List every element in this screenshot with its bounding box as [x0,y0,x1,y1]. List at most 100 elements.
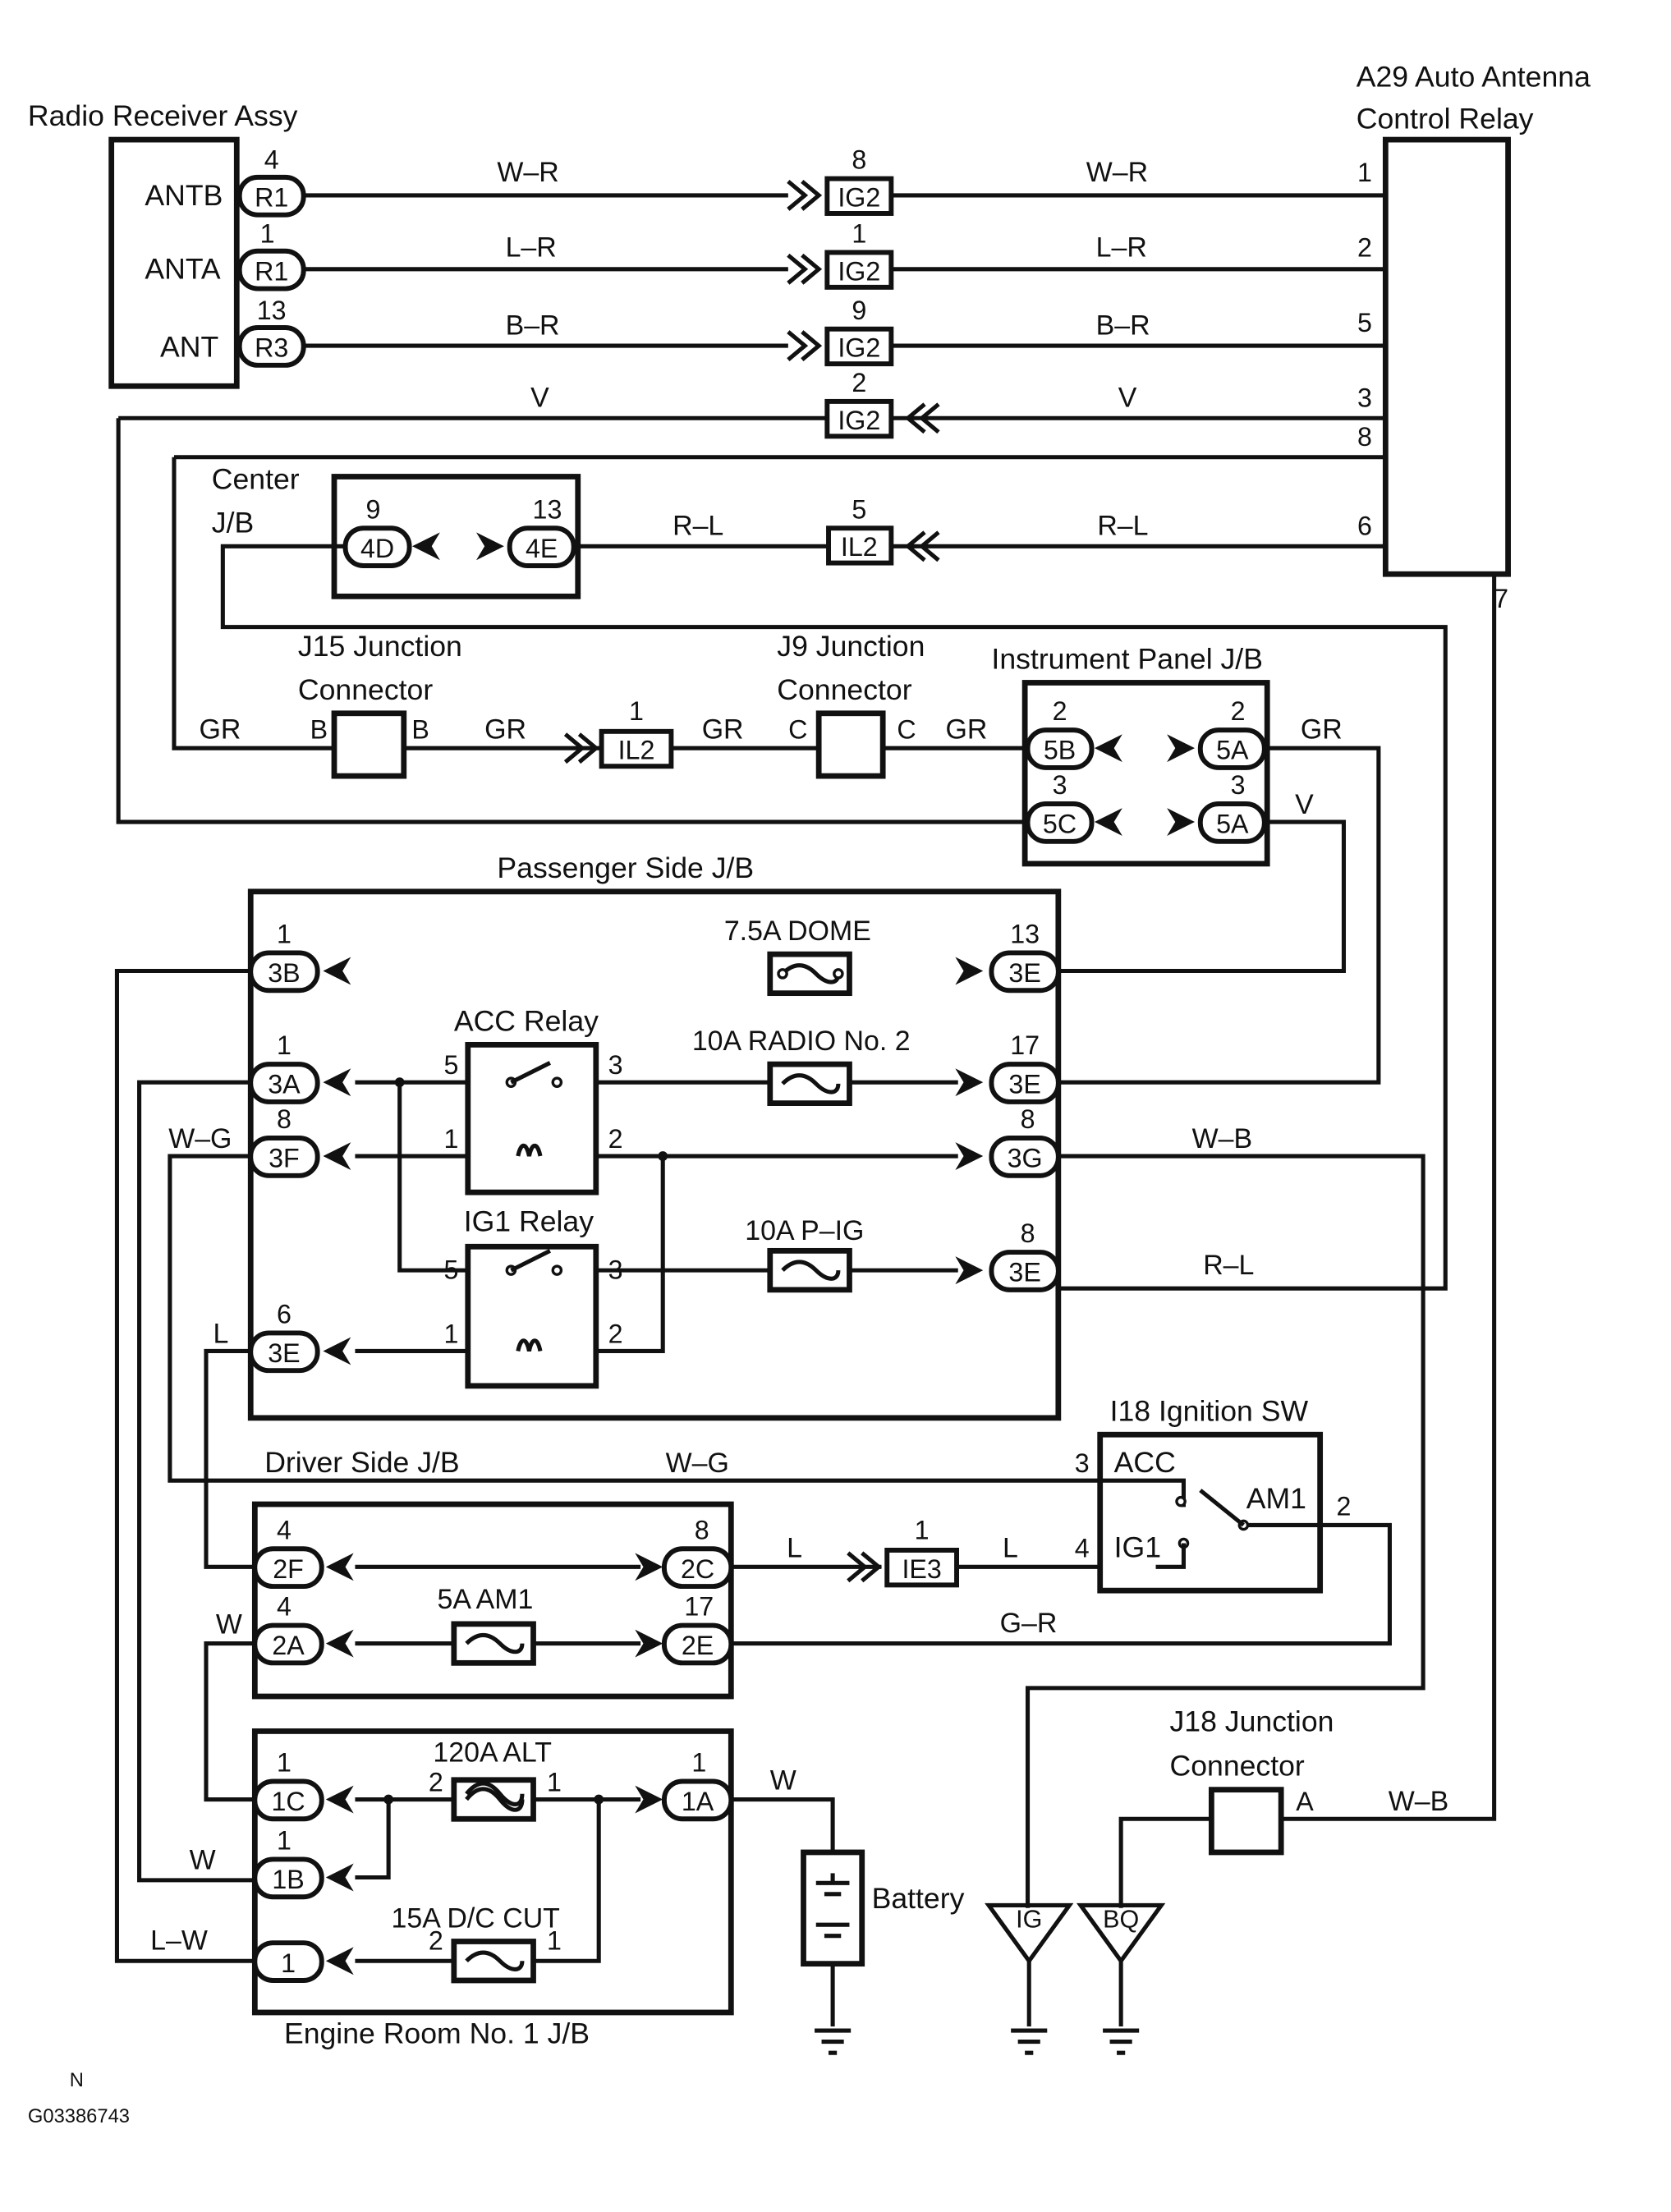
radio-receiver-title: Radio Receiver Assy [28,99,298,132]
connector-ig2-2: IG2 [824,250,894,290]
svg-text:5C: 5C [1043,810,1077,839]
svg-text:8: 8 [1021,1104,1035,1134]
connector-3e-dome: 3E [989,950,1061,994]
orientation-mark: N [70,2070,84,2091]
acc-relay-box [465,1041,599,1195]
connector-1b: 1B [252,1856,324,1900]
connector-ig2-1: IG2 [824,176,894,216]
svg-text:9: 9 [366,494,381,524]
svg-text:IE3: IE3 [902,1554,941,1584]
svg-text:L: L [787,1532,802,1563]
svg-text:1B: 1B [272,1865,304,1894]
svg-text:2: 2 [608,1319,623,1348]
svg-text:C: C [897,714,916,744]
svg-text:IL2: IL2 [618,736,655,765]
svg-text:B: B [411,714,429,744]
center-jb-box [331,474,581,599]
j9-title-1: J9 Junction [777,630,925,663]
svg-text:GR: GR [945,714,987,745]
fuse-alt [451,1777,536,1822]
svg-text:3: 3 [608,1050,623,1080]
svg-text:L–R: L–R [1096,232,1147,264]
connector-5b: 5B [1025,727,1095,770]
svg-text:1: 1 [852,219,866,249]
figure-code: G03386743 [28,2106,130,2127]
connector-3b: 3B [248,950,320,994]
fuse-dc-cut-label: 15A D/C CUT [392,1903,560,1934]
svg-text:1: 1 [691,1748,706,1778]
svg-text:W–B: W–B [1192,1123,1252,1154]
svg-text:GR: GR [702,714,744,745]
ignition-switch-contacts [1155,1489,1320,1569]
fuse-dc-cut [451,1939,536,1984]
connector-ig2-4: IG2 [824,398,894,439]
connector-il2-center: IL2 [826,525,894,566]
svg-text:R–L: R–L [1203,1250,1254,1281]
svg-text:3: 3 [1231,770,1246,800]
svg-text:V: V [1295,789,1314,820]
connector-labels: R1 R1 R3 IG2 IG2 IG2 IG2 IL2 IL2 IE3 4D … [236,174,1267,1983]
svg-text:4: 4 [1075,1533,1090,1563]
svg-text:V: V [530,383,549,414]
connector-r3-ant: R3 [236,325,306,368]
svg-text:1: 1 [1357,158,1372,187]
connector-2a: 2A [252,1622,324,1666]
j18-title-2: Connector [1170,1750,1305,1783]
svg-text:GR: GR [484,714,526,745]
j18-box [1208,1787,1284,1856]
svg-text:4: 4 [277,1515,292,1544]
svg-text:L–W: L–W [150,1925,208,1957]
svg-text:1C: 1C [271,1787,305,1816]
ground-symbols [815,1902,1166,2055]
connector-2c: 2C [661,1546,734,1590]
svg-text:W–G: W–G [168,1123,232,1154]
svg-text:8: 8 [1021,1218,1035,1248]
svg-text:W–B: W–B [1389,1786,1448,1817]
svg-text:13: 13 [257,296,287,325]
svg-text:9: 9 [852,296,866,325]
svg-text:3: 3 [608,1255,623,1284]
svg-text:1: 1 [443,1319,458,1348]
svg-text:3: 3 [1075,1448,1090,1478]
svg-text:3: 3 [1053,770,1067,800]
svg-text:GR: GR [200,714,241,745]
j15-box [331,710,407,779]
connector-5c: 5C [1025,801,1095,844]
ignition-acc-label: ACC [1114,1446,1176,1479]
svg-text:3G: 3G [1008,1144,1043,1173]
antenna-relay-box [1382,136,1511,577]
svg-text:A: A [1296,1787,1314,1816]
svg-text:7: 7 [1494,584,1508,613]
wires [114,193,1497,2026]
svg-text:W–G: W–G [666,1448,729,1479]
svg-text:2A: 2A [272,1631,305,1660]
svg-text:6: 6 [1357,512,1372,541]
svg-text:6: 6 [277,1300,292,1329]
svg-text:8: 8 [852,145,866,175]
connector-1a: 1A [661,1778,734,1822]
fuse-radio-label: 10A RADIO No. 2 [692,1026,911,1057]
svg-text:3E: 3E [1008,1258,1040,1287]
connector-ie3: IE3 [884,1548,960,1588]
j18-title-1: J18 Junction [1170,1705,1334,1737]
svg-text:IG2: IG2 [838,406,880,435]
engine-room-jb-box [251,1728,734,2016]
pin-numbers: 4 1 13 8 1 9 2 5 1 2 5 3 8 6 7 9 13 B B … [257,145,1508,1956]
svg-text:1: 1 [277,1826,292,1856]
svg-text:L: L [213,1318,228,1349]
pin-anta: ANTA [145,253,221,286]
j15-title-2: Connector [298,673,433,706]
driver-jb-title: Driver Side J/B [264,1446,459,1479]
antenna-relay-title-2: Control Relay [1357,103,1534,135]
svg-text:R–L: R–L [1097,511,1148,542]
svg-text:2F: 2F [273,1554,304,1584]
svg-text:1: 1 [277,920,292,949]
svg-text:4: 4 [264,145,279,175]
svg-text:5: 5 [852,494,866,524]
fuse-dome [767,951,852,997]
svg-text:IG2: IG2 [838,333,880,363]
svg-text:3: 3 [1357,383,1372,413]
ig1-relay-box [465,1243,599,1389]
